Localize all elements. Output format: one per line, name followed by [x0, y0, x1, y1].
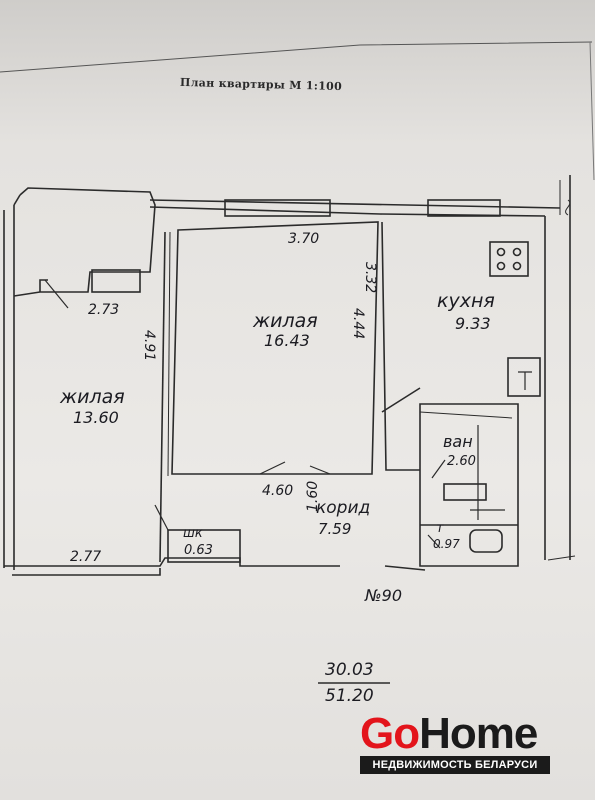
room-closet-area: 0.63 [184, 543, 213, 558]
dim-3-70: 3.70 [288, 231, 320, 247]
room-kitchen-name: кухня [437, 290, 495, 312]
logo-tagline: НЕДВИЖИМОСТЬ БЕЛАРУСИ [360, 756, 550, 774]
room-closet-name: шк [183, 526, 203, 541]
dim-4-91: 4.91 [141, 330, 157, 362]
dim-4-60: 4.60 [262, 483, 294, 499]
logo-go: Go [360, 709, 420, 758]
room-living-small-area: 13.60 [73, 408, 119, 427]
room-living-large-name: жилая [253, 310, 318, 332]
living-room-large-walls [171, 221, 379, 475]
room-living-large-area: 16.43 [264, 331, 310, 350]
sheet-edge-top [0, 41, 593, 73]
room-toilet-name: т [436, 521, 444, 536]
dim-2-77: 2.77 [70, 549, 102, 565]
total-area: 51.20 [325, 686, 374, 706]
logo-wordmark: GoHome [360, 709, 538, 758]
apartment-number: №90 [365, 586, 402, 605]
bathtub [443, 483, 487, 501]
room-bath-area: 2.60 [447, 454, 476, 469]
closet [167, 529, 241, 563]
room-corridor-name: корид [316, 498, 371, 518]
outer-wall-bottom [4, 557, 340, 567]
dim-3-32: 3.32 [362, 262, 378, 294]
room-corridor-area: 7.59 [318, 520, 352, 538]
room-kitchen-area: 9.33 [455, 314, 491, 333]
room-bath-name: ван [443, 432, 473, 451]
gohome-logo: GoHome НЕДВИЖИМОСТЬ БЕЛАРУСИ [360, 712, 555, 774]
kitchen-stove [489, 241, 529, 277]
window-kitchen [427, 199, 501, 217]
room-toilet-area: 0.97 [433, 537, 460, 551]
window-living-room [224, 199, 331, 217]
dim-4-44: 4.44 [350, 308, 366, 340]
bathroom-block [419, 403, 519, 567]
dim-2-73: 2.73 [88, 302, 120, 318]
logo-home: Home [419, 709, 538, 758]
room-living-small-name: жилая [60, 386, 125, 408]
outer-wall-top [149, 199, 561, 209]
dim-1-60: 1.60 [305, 480, 321, 512]
toilet-bowl [469, 529, 503, 553]
total-living-area: 30.03 [325, 660, 374, 680]
kitchen-sink [507, 357, 541, 397]
